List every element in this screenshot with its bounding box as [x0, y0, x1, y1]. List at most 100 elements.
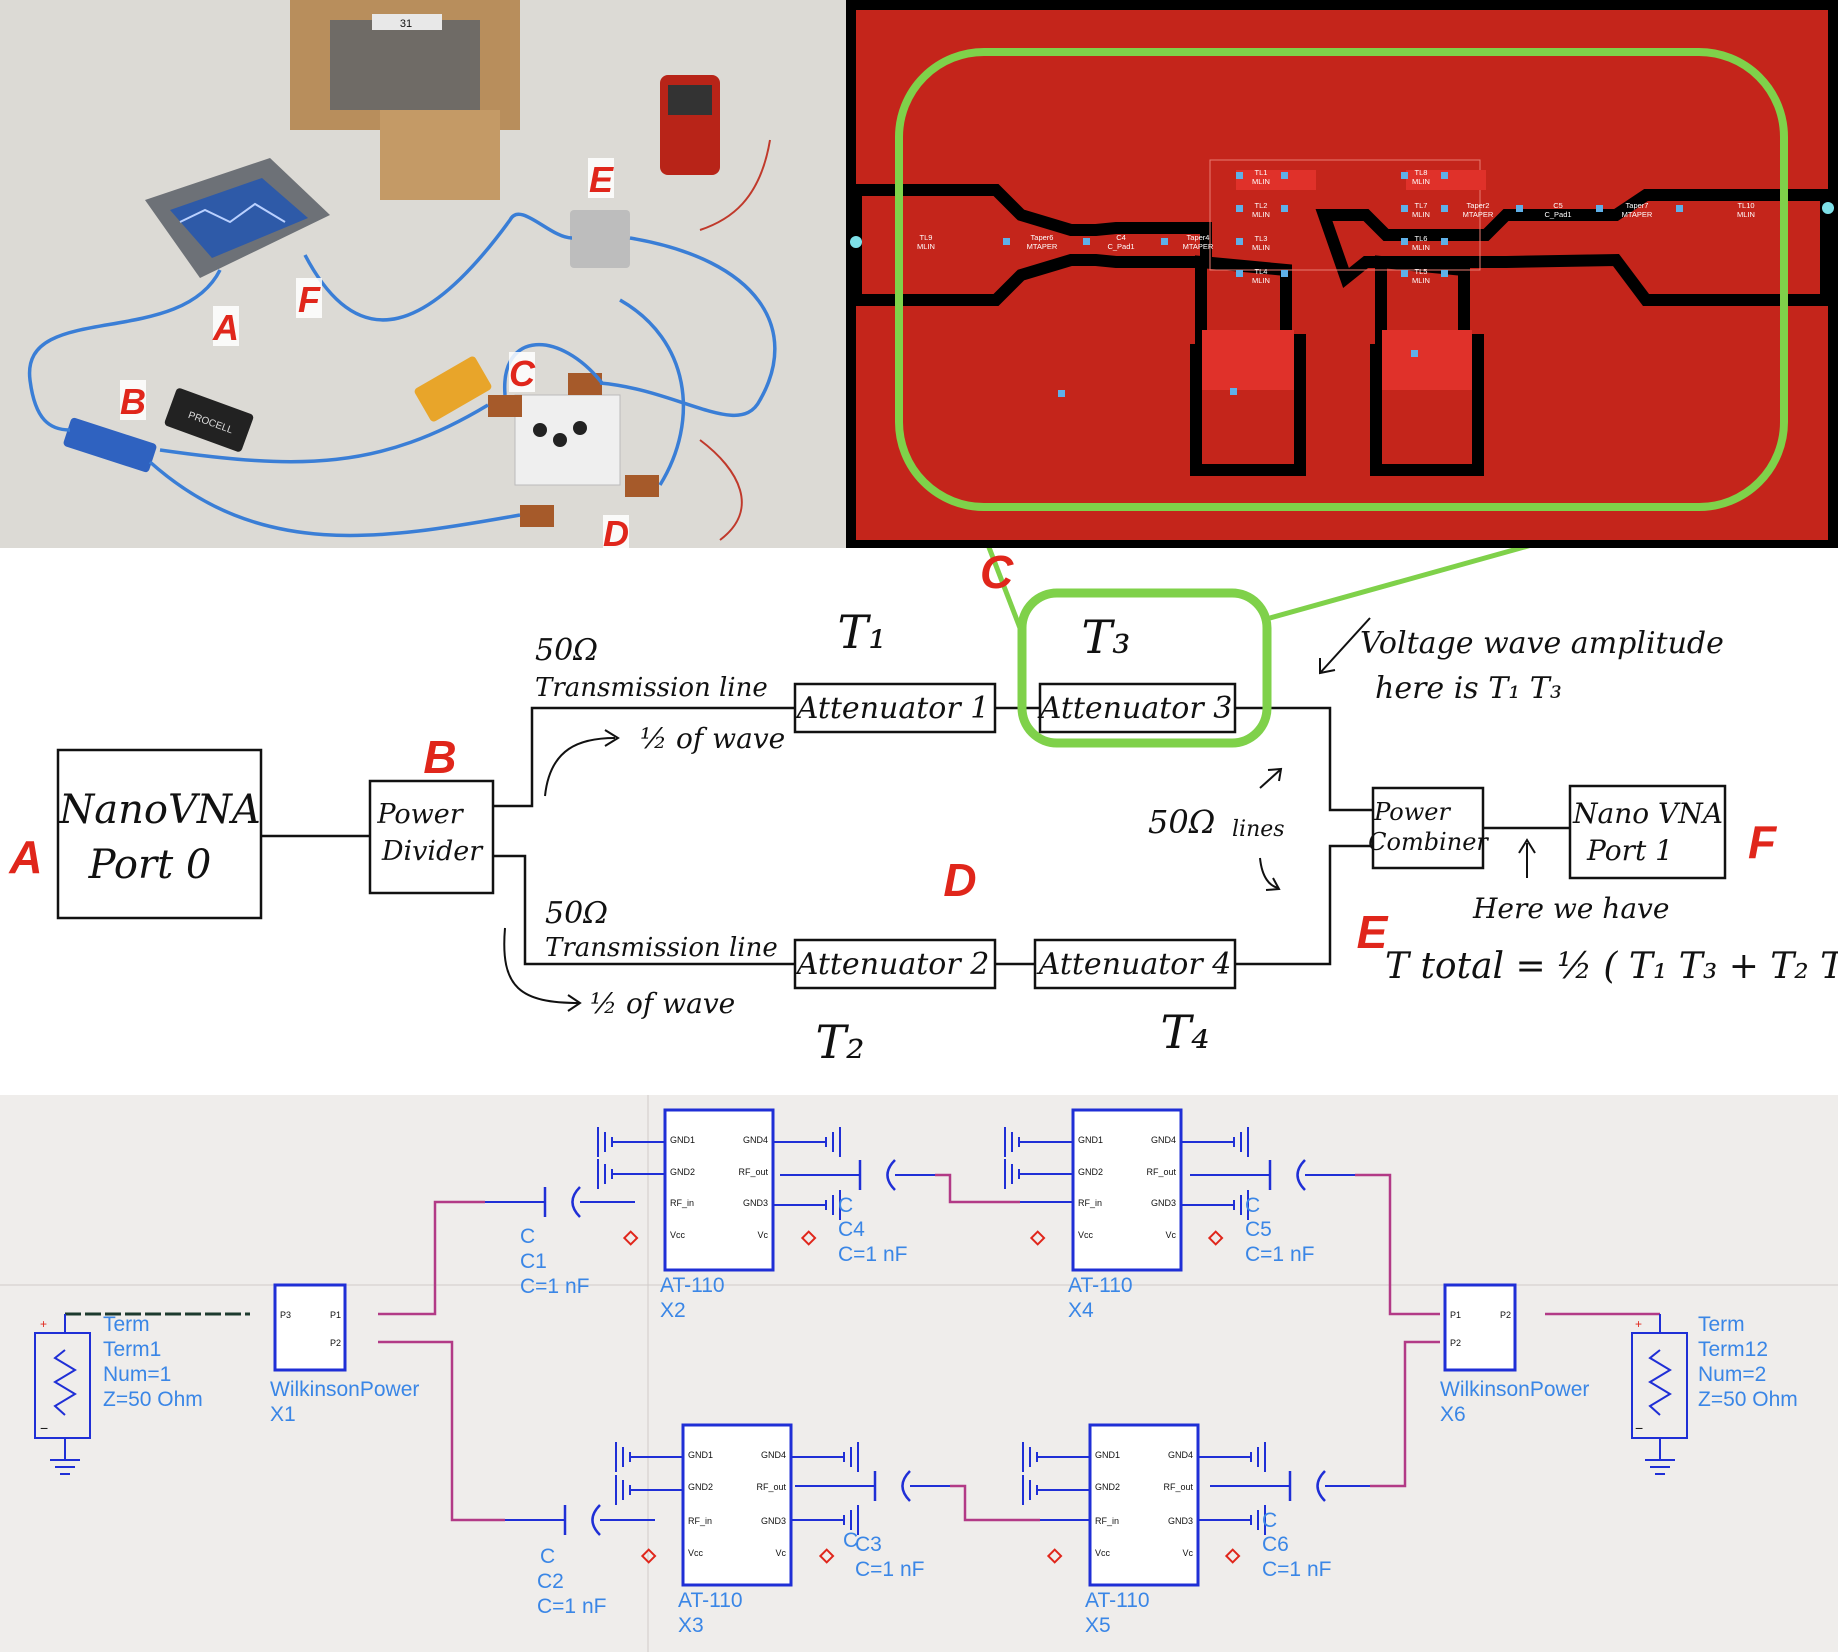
x4-pin-vcc: Vcc — [1078, 1230, 1094, 1240]
x6-pin-p2-out: P2 — [1500, 1310, 1511, 1320]
voltage-note-line1: Voltage wave amplitude — [1360, 626, 1724, 661]
label-d: D — [943, 854, 976, 906]
c6-value: C=1 nF — [1262, 1558, 1331, 1581]
x5-pin-gnd4: GND4 — [1168, 1450, 1193, 1460]
layout-label-tl5: TL5 — [1415, 267, 1428, 276]
t1-label: T₁ — [837, 605, 886, 659]
layout-type-tl9: MLIN — [917, 242, 935, 251]
ads-schematic: + − Term Term1 Num=1 Z=50 Ohm + − Term T… — [0, 1095, 1838, 1652]
nanovna-port1-box — [1568, 784, 1727, 880]
layout-label-c4: C4 — [1116, 233, 1126, 242]
layout-port-right — [1822, 202, 1834, 214]
x6-name: X6 — [1440, 1403, 1466, 1426]
red-wires — [699, 139, 771, 541]
top-line-label: Transmission line — [535, 673, 768, 703]
nanovna-port0-box — [56, 748, 263, 920]
c2-value: C=1 nF — [537, 1595, 606, 1618]
svg-text:+: + — [1635, 1317, 1642, 1331]
x1-type: WilkinsonPower — [270, 1378, 419, 1401]
c6-name: C6 — [1262, 1533, 1289, 1556]
power-combiner-line2: Combiner — [1368, 828, 1489, 856]
layout-label-tl3: TL3 — [1255, 234, 1268, 243]
x2-name: X2 — [660, 1299, 686, 1322]
x4-pin-gnd2: GND2 — [1078, 1167, 1103, 1177]
svg-text:−: − — [1635, 1420, 1643, 1436]
wilkinson-x6 — [1443, 1283, 1517, 1372]
x4-pin-rfin: RF_in — [1078, 1198, 1102, 1208]
layout-label-taper7: Taper7 — [1626, 201, 1649, 210]
attenuator-board-3 — [568, 373, 602, 395]
attenuator-3-box — [1038, 682, 1237, 734]
label-b: B — [423, 731, 456, 783]
x5-pin-gnd3: GND3 — [1168, 1516, 1193, 1526]
layout-type-tl1: MLIN — [1252, 177, 1270, 186]
bench-photo-drawing: 31 PROCELL — [0, 0, 846, 548]
term1-symbol — [34, 1314, 91, 1475]
label-a: A — [8, 831, 42, 883]
block-diagram: C NanoVNA Port 0 A Power Divider B — [0, 548, 1838, 1095]
power-combiner-line1: Power — [1373, 798, 1451, 826]
block-diagram-drawing: C NanoVNA Port 0 A Power Divider B — [8, 548, 1838, 1069]
attenuator-1-box — [793, 682, 997, 734]
layout-type-tl2: MLIN — [1252, 210, 1270, 219]
layout-type-c5: C_Pad1 — [1544, 210, 1571, 219]
x5-pin-gnd2: GND2 — [1095, 1482, 1120, 1492]
layout-label-taper6: Taper6 — [1031, 233, 1054, 242]
attenuator-3-label: Attenuator 3 — [1037, 691, 1233, 726]
nanovna-port0-line1: NanoVNA — [58, 787, 260, 833]
attenuator-4-label: Attenuator 4 — [1036, 947, 1232, 982]
layout-type-c4: C_Pad1 — [1107, 242, 1134, 251]
bottom-line-label: Transmission line — [545, 933, 778, 963]
layout-highlight-frame — [895, 48, 1788, 511]
top-half-wave: ½ of wave — [640, 722, 785, 755]
pcb-layout-drawing: TL9 MLIN Taper6 MTAPER C4 C_Pad1 Taper4 … — [850, 10, 1834, 540]
x4-type: AT-110 — [1068, 1274, 1133, 1297]
c1-value: C=1 nF — [520, 1275, 589, 1298]
photo-label-d: D — [603, 513, 629, 548]
term12-name: Term12 — [1698, 1338, 1768, 1361]
x4-pin-vc: Vc — [1165, 1230, 1176, 1240]
box-number: 31 — [400, 18, 412, 30]
at110-x2: GND1 GND2 RF_in Vcc GND4 RF_out GND3 Vc — [663, 1108, 775, 1272]
ads-schematic-drawing: + − Term Term1 Num=1 Z=50 Ohm + − Term T… — [0, 1095, 1838, 1652]
x2-pin-vcc: Vcc — [670, 1230, 686, 1240]
x3-pin-rfout: RF_out — [756, 1482, 786, 1492]
x3-pin-gnd2: GND2 — [688, 1482, 713, 1492]
c1-type: C — [520, 1225, 535, 1248]
x4-pin-gnd1: GND1 — [1078, 1135, 1103, 1145]
layout-label-tl7: TL7 — [1415, 201, 1428, 210]
svg-text:+: + — [40, 1317, 47, 1331]
t-total-equation: T total = ½ ( T₁ T₃ + T₂ T₄ ) — [1385, 946, 1838, 987]
layout-label-tl6: TL6 — [1415, 234, 1428, 243]
layout-type-tl10: MLIN — [1737, 210, 1755, 219]
battery — [164, 388, 254, 452]
term1-name: Term1 — [103, 1338, 161, 1361]
layout-type-taper6: MTAPER — [1027, 242, 1058, 251]
x5-type: AT-110 — [1085, 1589, 1150, 1612]
breadboard — [514, 394, 621, 486]
x4-pin-gnd4: GND4 — [1151, 1135, 1176, 1145]
x2-pin-rfout: RF_out — [738, 1167, 768, 1177]
x5-pin-gnd1: GND1 — [1095, 1450, 1120, 1460]
at110-x5: GND1 GND2 RF_in Vcc GND4 RF_out GND3 Vc — [1088, 1423, 1200, 1587]
attenuator-board-2 — [520, 505, 554, 527]
bench-photo: 31 PROCELL — [0, 0, 846, 548]
layout-type-tl4: MLIN — [1252, 276, 1270, 285]
x2-pin-gnd4: GND4 — [743, 1135, 768, 1145]
attenuator-2-box — [793, 938, 997, 990]
at110-x3: GND1 GND2 RF_in Vcc GND4 RF_out GND3 Vc — [681, 1423, 793, 1587]
wilkinson-x1 — [273, 1283, 347, 1372]
layout-label-tl1: TL1 — [1255, 168, 1268, 177]
x2-pin-rfin: RF_in — [670, 1198, 694, 1208]
here-we-have: Here we have — [1472, 892, 1669, 925]
photo-label-c: C — [509, 353, 536, 394]
x2-pin-vc: Vc — [757, 1230, 768, 1240]
layout-type-tl7: MLIN — [1412, 210, 1430, 219]
attenuator-1-label: Attenuator 1 — [794, 691, 990, 726]
battery-9v — [414, 356, 492, 422]
term12-type: Term — [1698, 1313, 1745, 1336]
c2-name: C2 — [537, 1570, 564, 1593]
coax-cables — [28, 212, 777, 538]
x4-pin-rfout: RF_out — [1146, 1167, 1176, 1177]
c3-type: C — [843, 1529, 858, 1552]
